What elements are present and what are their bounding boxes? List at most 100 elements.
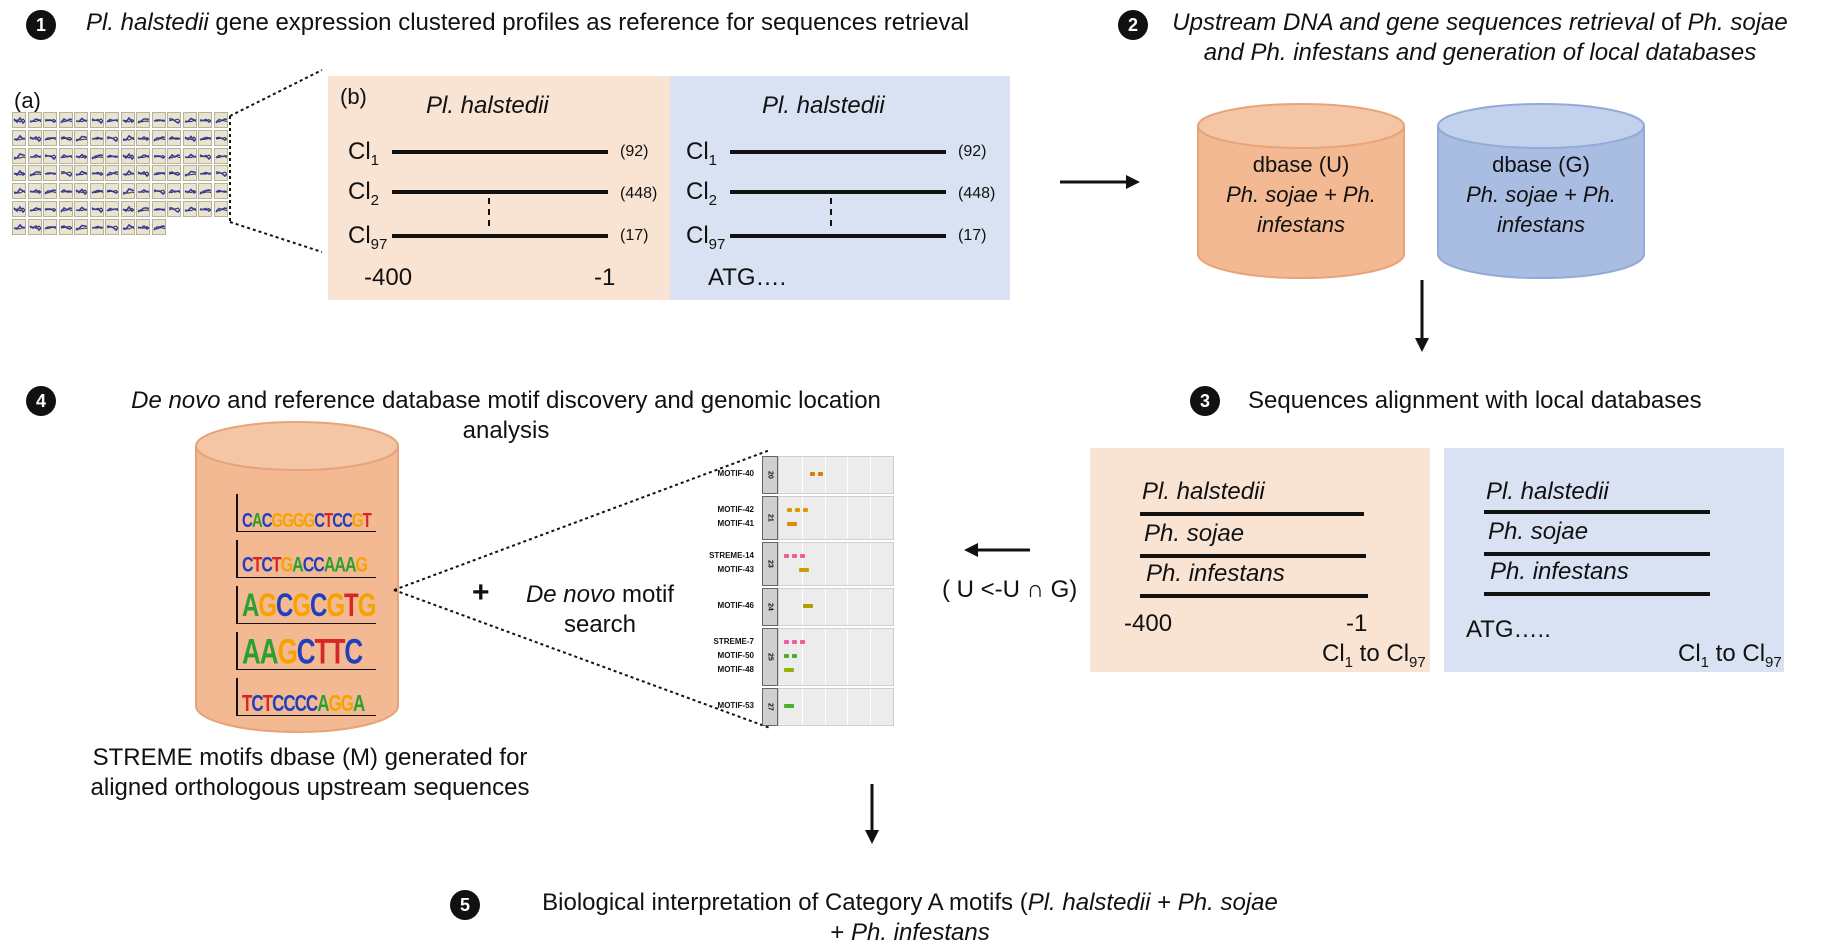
sequence-line xyxy=(392,234,608,238)
expression-profile-thumbnail xyxy=(167,165,181,182)
expression-profile-thumbnail xyxy=(89,112,104,128)
grid-line xyxy=(847,589,849,625)
cluster-label: Cl97 xyxy=(686,222,726,253)
cluster-label: Cl1 xyxy=(348,138,380,169)
logo-letter: G xyxy=(340,690,354,717)
motif-occurrence xyxy=(791,640,797,644)
gene-start: ATG…. xyxy=(708,264,787,291)
logo-letter: T xyxy=(344,587,359,625)
step-1-title-species: Pl. halstedii xyxy=(86,9,209,36)
expression-profile-thumbnail xyxy=(89,183,104,200)
zoom-cone xyxy=(393,449,771,729)
expression-profile-thumbnail xyxy=(151,147,166,164)
logo-letter: G xyxy=(258,587,277,625)
arrow-right-icon xyxy=(1060,175,1140,189)
track-id-tab: 23 xyxy=(762,542,778,586)
expression-profile-thumbnail xyxy=(151,218,166,235)
logo-letter: G xyxy=(271,509,284,533)
alignment-species: Pl. halstedii xyxy=(1486,478,1609,505)
step-2-title-b: of xyxy=(1654,9,1688,36)
logo-letter: C xyxy=(305,690,318,717)
alignment-line xyxy=(1140,512,1364,516)
step-2-title-c: Ph. sojae and Ph. infestans and generati… xyxy=(1203,9,1788,66)
expression-profile-thumbnail xyxy=(136,218,150,235)
expression-profile-thumbnail xyxy=(58,165,73,182)
alignment-species: Ph. infestans xyxy=(1146,560,1285,587)
motif-occurrence xyxy=(817,472,823,476)
grid-line xyxy=(801,689,803,725)
alignment-gene-panel xyxy=(1444,448,1784,672)
step-2-badge: 2 xyxy=(1118,10,1148,40)
expression-profile-thumbnail xyxy=(89,129,104,146)
logo-letter: T xyxy=(362,509,372,533)
expression-profile-grid xyxy=(12,112,230,238)
step-1-badge: 1 xyxy=(26,10,56,40)
expression-profile-thumbnail xyxy=(105,165,119,182)
expression-profile-thumbnail xyxy=(213,165,228,182)
cluster-count: (92) xyxy=(958,143,987,160)
expression-profile-thumbnail xyxy=(105,183,119,200)
step-4-title-italic: De novo xyxy=(131,387,221,414)
expression-profile-thumbnail xyxy=(74,147,88,164)
grid-line xyxy=(847,629,849,685)
cluster-count: (448) xyxy=(620,185,658,202)
expression-profile-thumbnail xyxy=(120,165,135,182)
expression-profile-thumbnail xyxy=(89,201,104,217)
expression-profile-thumbnail xyxy=(167,183,181,200)
motif-name: MOTIF-48 xyxy=(717,665,754,674)
grid-line xyxy=(847,457,849,493)
motif-occurrence xyxy=(787,508,793,512)
grid-line xyxy=(801,629,803,685)
step-5-badge: 5 xyxy=(450,890,480,920)
motif-name: MOTIF-42 xyxy=(717,505,754,514)
grid-line xyxy=(870,629,872,685)
motif-track xyxy=(778,688,894,726)
step-3-badge: 3 xyxy=(1190,386,1220,416)
expression-profile-thumbnail xyxy=(120,201,135,217)
set-operation: ( U <-U ∩ G) xyxy=(942,576,1078,603)
logo-letter: C xyxy=(276,587,293,625)
logo-letter: C xyxy=(310,587,327,625)
grid-line xyxy=(801,457,803,493)
sequence-line xyxy=(730,234,946,238)
plus-sign: + xyxy=(472,576,490,609)
logo-letter: T xyxy=(324,509,333,533)
track-id-tab: 21 xyxy=(762,496,778,540)
expression-profile-thumbnail xyxy=(89,147,104,164)
cluster-range: Cl1 to Cl97 xyxy=(1322,640,1426,671)
motif-occurrence xyxy=(791,554,797,558)
expression-profile-thumbnail xyxy=(27,218,42,235)
expression-profile-thumbnail xyxy=(58,129,73,146)
step-1-title: Pl. halstedii gene expression clustered … xyxy=(86,8,969,38)
expression-profile-thumbnail xyxy=(105,147,119,164)
logo-letter: C xyxy=(342,509,353,533)
logo-letter: C xyxy=(272,690,284,717)
grid-line xyxy=(870,543,872,585)
logo-letter: A xyxy=(242,587,259,625)
expression-profile-thumbnail xyxy=(43,147,57,164)
motif-track xyxy=(778,628,894,686)
expression-profile-thumbnail xyxy=(198,147,212,164)
sequence-line xyxy=(730,150,946,154)
logo-letter: T xyxy=(329,631,345,672)
zoom-connector xyxy=(229,69,323,253)
step-2-title: Upstream DNA and gene sequences retrieva… xyxy=(1150,8,1810,68)
expression-profile-thumbnail xyxy=(182,201,197,217)
motif-occurrence xyxy=(799,640,805,644)
logo-letter: A xyxy=(352,690,365,717)
expression-profile-thumbnail xyxy=(74,201,88,217)
logo-letter: C xyxy=(314,509,325,533)
expression-profile-thumbnail xyxy=(182,112,197,128)
grid-line xyxy=(870,589,872,625)
expression-profile-thumbnail xyxy=(12,218,26,235)
grid-line xyxy=(847,543,849,585)
alignment-species: Pl. halstedii xyxy=(1142,478,1265,505)
logo-letter: G xyxy=(357,587,377,625)
cluster-label: Cl2 xyxy=(348,178,380,209)
motif-name: STREME-14 xyxy=(709,551,754,560)
logo-letter: T xyxy=(252,554,263,577)
expression-profile-thumbnail xyxy=(120,218,135,235)
sequence-line xyxy=(730,190,946,194)
